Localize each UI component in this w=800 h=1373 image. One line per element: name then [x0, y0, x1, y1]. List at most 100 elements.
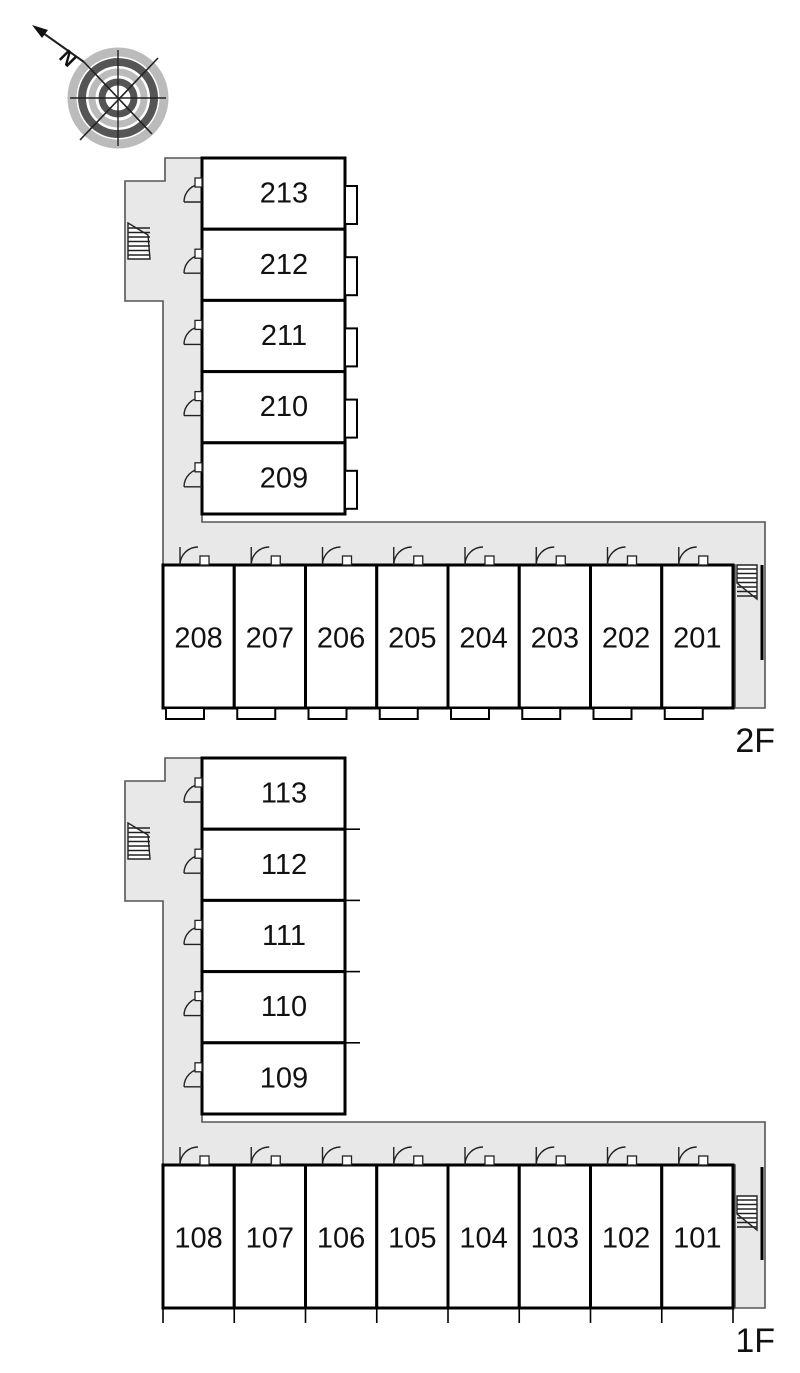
room-outline [446, 1163, 521, 1310]
balcony [307, 707, 348, 720]
room-208[interactable]: 208 [161, 546, 236, 720]
room-number: 107 [246, 1223, 294, 1255]
room-201[interactable]: 201 [660, 546, 735, 720]
room-number: 204 [459, 623, 507, 655]
room-204[interactable]: 204 [446, 546, 521, 720]
door-icon [321, 546, 353, 566]
room-205[interactable]: 205 [375, 546, 450, 720]
door-icon [678, 1146, 709, 1166]
door-icon [535, 546, 566, 566]
room-outline [589, 1163, 664, 1310]
room-outline [517, 563, 592, 710]
stairs-icon [127, 221, 151, 260]
door-icon [183, 462, 203, 488]
balcony [592, 707, 633, 720]
room-108[interactable]: 108 [161, 1146, 236, 1323]
room-211[interactable]: 211 [183, 298, 358, 374]
room-outline [375, 563, 450, 710]
stairs-icon [736, 564, 758, 601]
room-number: 104 [459, 1223, 507, 1255]
room-outline [200, 1041, 347, 1116]
room-210[interactable]: 210 [183, 370, 358, 445]
room-number: 103 [531, 1223, 579, 1255]
room-203[interactable]: 203 [517, 546, 592, 720]
floor-label: 1F [735, 1322, 775, 1360]
door-icon [678, 546, 709, 566]
door-icon [183, 177, 203, 203]
room-outline [200, 827, 347, 902]
stairs-icon [127, 821, 151, 860]
balcony [344, 327, 358, 368]
door-icon [183, 848, 203, 874]
door-icon [183, 248, 203, 274]
room-number: 208 [174, 623, 222, 655]
balcony [378, 707, 419, 720]
room-number: 111 [262, 920, 306, 952]
room-212[interactable]: 212 [183, 227, 358, 302]
room-206[interactable]: 206 [304, 546, 379, 720]
room-103[interactable]: 103 [517, 1146, 592, 1323]
room-outline [660, 1163, 735, 1310]
room-number: 113 [261, 778, 307, 810]
room-number: 201 [673, 623, 721, 655]
balcony [165, 707, 205, 720]
floor-2F: 213 212 211 210 209 208 207 206 205 204 203 202 201 2… [124, 156, 775, 760]
room-outline [200, 441, 347, 516]
room-207[interactable]: 207 [232, 546, 307, 720]
balcony [663, 707, 704, 720]
room-number: 112 [261, 849, 307, 881]
room-number: 106 [317, 1223, 365, 1255]
room-110[interactable]: 110 [183, 970, 360, 1045]
room-112[interactable]: 112 [183, 827, 360, 902]
room-101[interactable]: 101 [660, 1146, 735, 1323]
door-icon [183, 319, 203, 346]
balcony [344, 185, 358, 225]
door-icon [250, 546, 281, 566]
door-icon [179, 1146, 210, 1166]
room-outline [446, 563, 521, 710]
room-outline [304, 563, 379, 710]
door-icon [183, 777, 203, 803]
room-number: 101 [673, 1223, 721, 1255]
floor-label: 2F [735, 722, 775, 760]
door-icon [464, 546, 495, 566]
stairs-icon [736, 1195, 758, 1232]
room-outline [200, 970, 347, 1045]
room-outline [161, 1163, 236, 1310]
door-icon [183, 1062, 203, 1088]
room-number: 105 [388, 1223, 436, 1255]
room-213[interactable]: 213 [183, 156, 358, 231]
room-number: 207 [246, 623, 294, 655]
door-icon [183, 390, 203, 417]
room-outline [304, 1163, 379, 1310]
room-number: 210 [260, 391, 308, 423]
room-109[interactable]: 109 [183, 1041, 360, 1116]
room-106[interactable]: 106 [304, 1146, 379, 1323]
balcony [344, 398, 358, 439]
room-number: 206 [317, 623, 365, 655]
room-outline [517, 1163, 592, 1310]
door-icon [606, 546, 638, 566]
room-number: 213 [260, 178, 308, 210]
room-105[interactable]: 105 [375, 1146, 450, 1323]
compass-north-label: N [54, 46, 80, 72]
room-number: 202 [602, 623, 650, 655]
room-107[interactable]: 107 [232, 1146, 307, 1323]
room-number: 109 [260, 1062, 308, 1094]
room-113[interactable]: 113 [183, 756, 347, 831]
room-209[interactable]: 209 [183, 441, 358, 516]
room-number: 212 [260, 249, 308, 281]
room-number: 209 [260, 462, 308, 494]
room-number: 205 [388, 623, 436, 655]
room-202[interactable]: 202 [589, 546, 664, 720]
balcony [236, 707, 277, 720]
door-icon [321, 1146, 353, 1166]
corridor [124, 157, 766, 709]
room-outline [232, 1163, 307, 1310]
room-111[interactable]: 111 [183, 898, 360, 974]
room-outline [200, 898, 347, 974]
room-104[interactable]: 104 [446, 1146, 521, 1323]
floor-1F: 113 112 111 110 109 108 107 106 105 104 103 102 101 1… [124, 756, 775, 1360]
room-102[interactable]: 102 [589, 1146, 664, 1323]
